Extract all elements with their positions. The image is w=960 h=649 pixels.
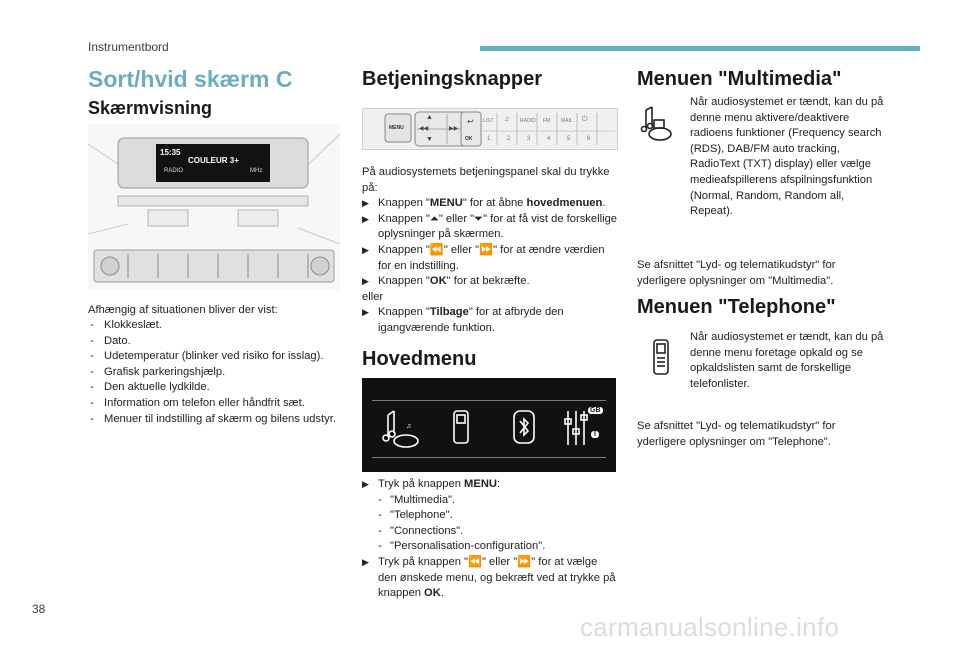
telephone-reference: Se afsnittet "Lyd- og telematikudstyr" f… [637, 420, 836, 448]
control-panel-illustration: MENU OK ▲ ▼ ◀◀ ▶▶ ↩ LIST ♫ RADIO FM MAIL… [362, 108, 618, 150]
menu-options-list: "Multimedia". "Telephone". "Connections"… [362, 493, 618, 555]
list-item: ▶Knappen "MENU" for at åbne hovedmenuen. [362, 197, 606, 210]
list-item: Udetemperatur (blinker ved risiko for is… [88, 349, 348, 365]
page-number: 38 [32, 602, 46, 616]
menu-icon-row: ♫ GB I [372, 400, 606, 458]
multimedia-reference: Se afsnittet "Lyd- og telematikudstyr" f… [637, 259, 836, 287]
preset-number: 2 [507, 136, 511, 142]
section-heading-multimedia: Menuen "Multimedia" [637, 68, 842, 90]
list-item: Menuer til indstilling af skærm og bilen… [88, 412, 348, 428]
screen-source: COULEUR 3+ [188, 156, 239, 165]
i-badge: I [591, 431, 599, 438]
rewind-icon: ⏪ [429, 243, 444, 256]
list-item: ▶Knappen "⏶" eller "⏷" for at få vist de… [362, 212, 618, 241]
rewind-icon: ⏪ [468, 555, 482, 568]
forward-icon: ⏩ [517, 555, 532, 568]
controls-intro: På audiosystemets betjeningspanel skal d… [362, 166, 610, 194]
ok-key-label: OK [465, 136, 473, 142]
list-item: ▶Knappen "Tilbage" for at afbryde den ig… [362, 306, 564, 334]
watermark: carmanualsonline.info [580, 612, 840, 642]
list-item: "Connections". [378, 524, 618, 540]
preset-number: 6 [587, 136, 591, 142]
arrow-up-icon: ▲ [426, 114, 433, 121]
screen-time: 15:35 [160, 148, 181, 157]
dashboard-illustration [88, 124, 340, 290]
section-heading-main-menu: Hovedmenu [362, 348, 477, 370]
screen-unit: MHz [250, 168, 263, 174]
multimedia-description: Når audiosystemet er tændt, kan du på de… [690, 96, 884, 218]
eller-text: eller [362, 290, 384, 303]
preset-number: 1 [487, 136, 491, 142]
list-item: Klokkeslæt. [88, 318, 348, 334]
back-icon: ↩ [467, 117, 474, 126]
preset-number: 5 [567, 136, 571, 142]
main-menu-screen: ♫ GB I [362, 378, 616, 472]
section-label: Instrumentbord [88, 40, 169, 54]
power-icon: ⏻ [582, 116, 588, 123]
menu-icons-graphic [382, 410, 588, 448]
list-item: ▶Tryk på knappen MENU: [362, 478, 501, 490]
preset-label: FM [543, 118, 551, 124]
dashboard-photo: 15:35 COULEUR 3+ RADIO MHz [88, 124, 340, 290]
main-menu-text: ▶Tryk på knappen MENU: "Multimedia". "Te… [362, 477, 618, 602]
screen-station: RADIO [164, 168, 184, 174]
display-list: Klokkeslæt. Dato. Udetemperatur (blinker… [88, 318, 348, 427]
section-heading-controls: Betjeningsknapper [362, 68, 543, 90]
display-intro: Afhængig af situationen bliver der vist: [88, 304, 278, 316]
list-item: Grafisk parkeringshjælp. [88, 365, 348, 381]
list-item: Information om telefon eller håndfrit sæ… [88, 396, 348, 412]
page-title: Sort/hvid skærm C [88, 66, 293, 92]
preset-label: LIST [483, 118, 494, 124]
list-item: "Personalisation-configuration". [378, 539, 618, 555]
list-item: Dato. [88, 334, 348, 350]
down-arrow-icon: ⏷ [474, 212, 484, 225]
preset-label: MAIL [561, 118, 573, 124]
up-arrow-icon: ⏶ [429, 212, 439, 225]
controls-text: På audiosystemets betjeningspanel skal d… [362, 165, 618, 337]
list-item: ▶Tryk på knappen "⏪" eller "⏩" for at væ… [362, 555, 616, 600]
list-item: "Telephone". [378, 508, 618, 524]
preset-label: RADIO [520, 118, 536, 124]
list-item: Den aktuelle lydkilde. [88, 380, 348, 396]
forward-icon: ⏩ [479, 243, 494, 256]
multimedia-icon: ♫ [406, 423, 412, 430]
gb-badge: GB [588, 407, 603, 414]
menu-key-label: MENU [389, 125, 404, 131]
list-item: ▶Knappen "OK" for at bekræfte. [362, 275, 530, 288]
preset-number: 3 [527, 136, 531, 142]
section-heading-display: Skærmvisning [88, 98, 213, 118]
telephone-description: Når audiosystemet er tændt, kan du på de… [690, 331, 884, 390]
arrow-down-icon: ▼ [426, 136, 433, 143]
list-item: "Multimedia". [378, 493, 618, 509]
list-item: ▶Knappen "⏪" eller "⏩" for at ændre værd… [362, 243, 605, 272]
rewind-icon: ◀◀ [419, 126, 429, 132]
section-heading-telephone: Menuen "Telephone" [637, 296, 836, 318]
forward-icon: ▶▶ [449, 126, 459, 132]
preset-number: 4 [547, 136, 551, 142]
multimedia-icon [640, 106, 672, 141]
header-accent-bar [480, 46, 920, 51]
music-icon: ♫ [504, 116, 510, 123]
phone-icon [653, 339, 669, 375]
control-panel-graphic [384, 111, 615, 147]
